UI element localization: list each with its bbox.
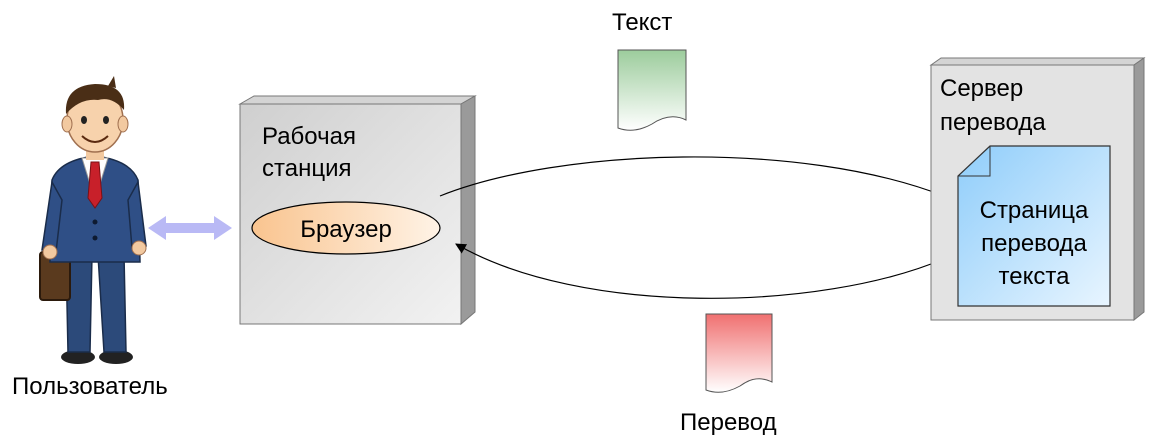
bidirectional-arrow-icon	[148, 216, 232, 240]
workstation-label-line1: Рабочая	[262, 123, 356, 150]
translation-page-line3: текста	[999, 263, 1071, 290]
translation-page-line2: перевода	[981, 230, 1087, 257]
translation-page-line1: Страница	[980, 197, 1089, 224]
browser-label: Браузер	[300, 216, 392, 243]
response-arrow	[455, 243, 947, 299]
user-label: Пользователь	[12, 373, 168, 400]
browser-ellipse	[251, 201, 441, 255]
translation-document-label: Перевод	[680, 409, 777, 436]
request-arrow	[439, 156, 946, 198]
translation-document-icon	[705, 313, 773, 393]
user-figure	[39, 76, 147, 364]
server-label-line2: перевода	[940, 109, 1046, 136]
text-document-icon	[617, 49, 687, 131]
text-document-label: Текст	[612, 9, 672, 36]
translation-page-icon	[957, 145, 1111, 307]
workstation-label-line2: станция	[262, 155, 351, 182]
server-label-line1: Сервер	[940, 75, 1023, 102]
